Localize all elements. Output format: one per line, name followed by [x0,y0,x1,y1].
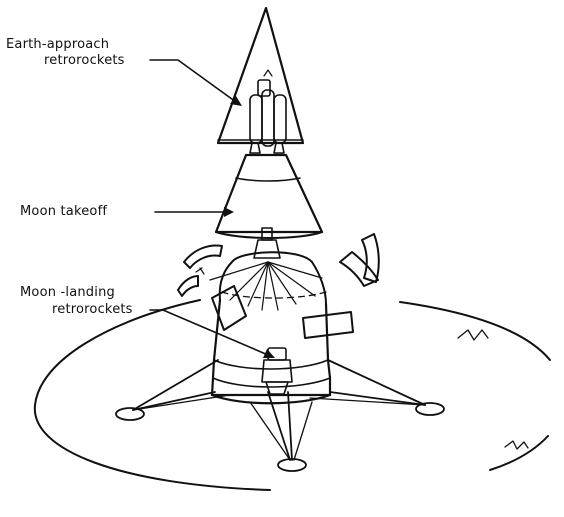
earth-approach-stage [218,8,303,153]
landing-legs [116,360,444,471]
moon-landing-label-line2: retrorockets [52,302,133,317]
leader-lines [150,60,275,358]
earth-approach-label-line2: retrorockets [44,53,125,68]
moon-landing-label-line1: Moon -landing [20,285,115,300]
earth-approach-label-line1: Earth-approach [6,37,109,52]
moon-takeoff-stage [216,155,322,238]
moon-takeoff-label: Moon takeoff [20,204,107,219]
lander-body [210,228,330,403]
